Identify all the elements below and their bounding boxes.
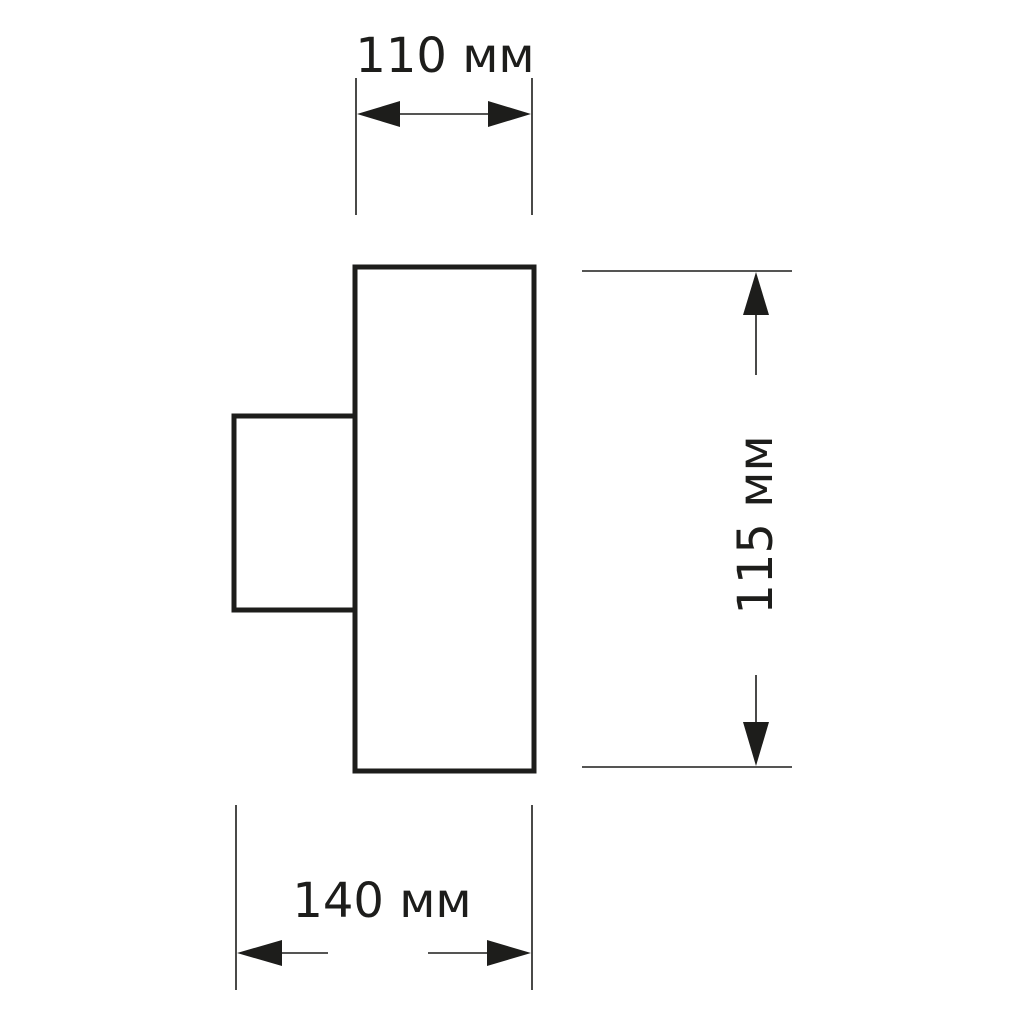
lamp-body (352, 264, 537, 774)
height-dimension: 115 мм (582, 270, 792, 768)
wall-mount-base (231, 413, 358, 613)
top-width-dimension: 110 мм (355, 28, 535, 215)
top-width-label: 110 мм (355, 28, 534, 84)
arrow-left-icon (357, 101, 400, 127)
arrow-right-icon (488, 101, 531, 127)
arrow-up-icon (743, 272, 769, 315)
arrow-down-icon (743, 722, 769, 766)
arrow-left-icon (237, 940, 282, 966)
arrow-right-icon (487, 940, 531, 966)
bottom-width-dimension: 140 мм (235, 805, 533, 990)
height-label: 115 мм (728, 435, 784, 614)
bottom-width-label: 140 мм (292, 873, 471, 929)
